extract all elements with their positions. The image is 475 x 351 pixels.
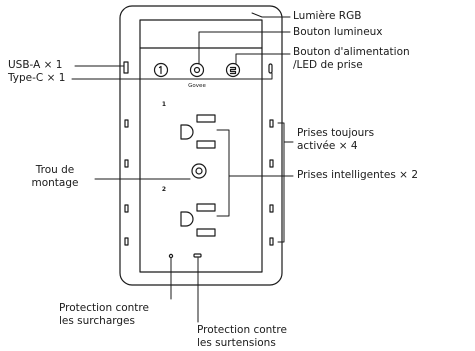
label-overload-protection: Protection contre les surcharges	[59, 302, 149, 327]
overload-reset-button	[168, 253, 174, 259]
label-rgb-light: Lumière RGB	[293, 10, 362, 22]
surge-indicator	[193, 253, 202, 258]
label-smart-outlets: Prises intelligentes × 2	[297, 169, 419, 181]
outlet-number-2: 2	[162, 186, 166, 193]
label-usb-c: Type-C × 1	[8, 72, 66, 84]
smart-outlet-2	[180, 203, 216, 237]
always-on-outlets-right	[269, 119, 274, 246]
callout-lines	[71, 12, 294, 323]
power-button-1	[153, 62, 169, 78]
light-button	[189, 62, 205, 78]
device-front-panel	[139, 19, 263, 273]
label-always-on-outlets: Prises toujours activée × 4	[297, 127, 375, 152]
label-mounting-hole: Trou de montage	[31, 164, 79, 189]
label-power-button: Bouton d'alimentation /LED de prise	[293, 46, 410, 71]
label-surge-protection: Protection contre les surtensions	[197, 324, 287, 349]
always-on-outlets-left	[124, 119, 129, 246]
outlet-number-1: 1	[162, 101, 166, 108]
smart-outlet-1	[180, 114, 216, 149]
device-outer-body	[119, 5, 283, 286]
label-light-button: Bouton lumineux	[293, 26, 383, 38]
usb-a-port	[123, 61, 129, 74]
usb-c-port	[268, 63, 273, 74]
brand-logo: Govee	[188, 83, 206, 89]
label-usb-a: USB-A × 1	[8, 59, 63, 71]
power-button-2	[225, 62, 241, 78]
mounting-hole	[191, 163, 207, 179]
